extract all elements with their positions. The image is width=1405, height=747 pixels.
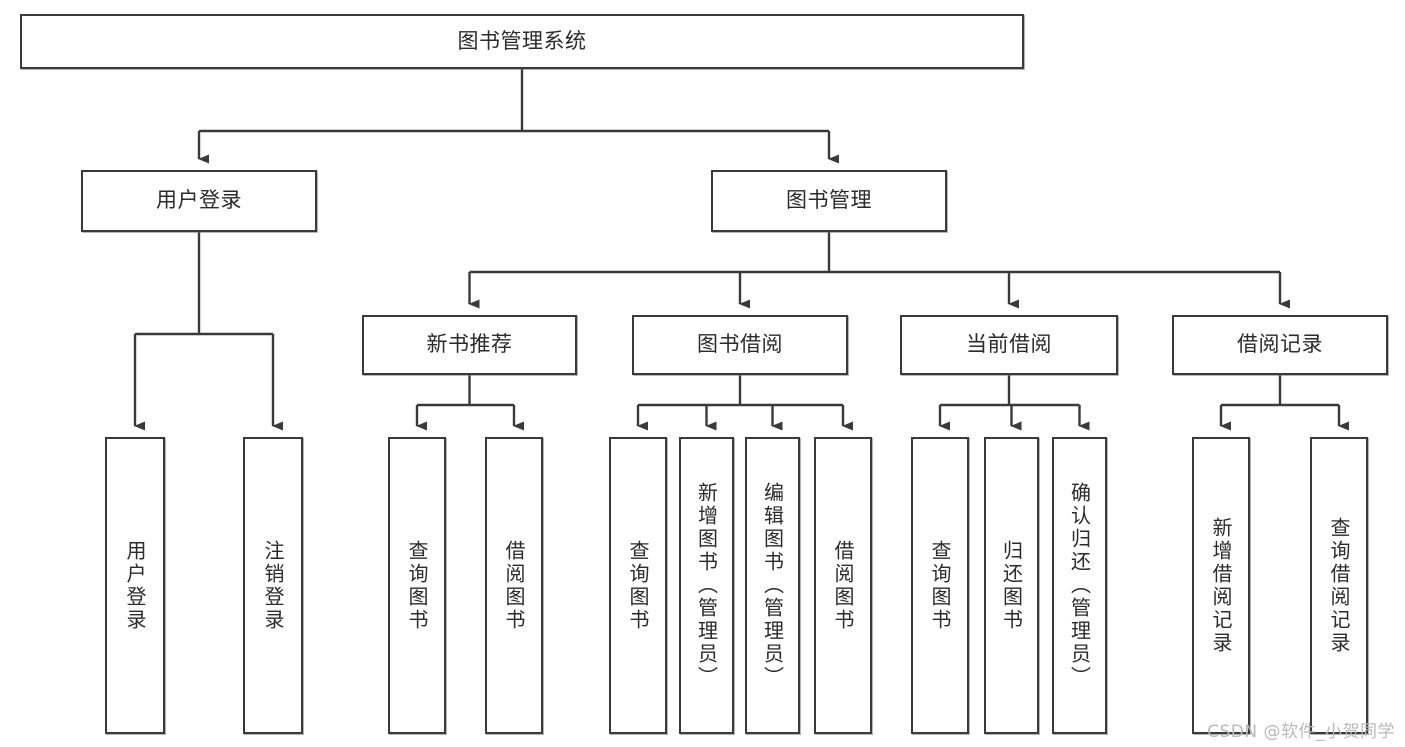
node-level2-0[interactable]: 用户登录 [81, 170, 317, 232]
node-level3-0[interactable]: 新书推荐 [362, 315, 577, 375]
node-level2-1[interactable]: 图书管理 [711, 170, 947, 232]
node-leaf-9[interactable]: 归还图书 [984, 437, 1039, 734]
node-label: 新增图书（管理员） [694, 482, 719, 689]
node-label: 借阅图书 [502, 539, 526, 632]
node-label: 查询图书 [928, 539, 952, 632]
node-label: 用户登录 [156, 188, 242, 213]
node-leaf-3[interactable]: 借阅图书 [485, 437, 543, 734]
node-leaf-1[interactable]: 注销登录 [243, 437, 303, 734]
node-label: 借阅图书 [831, 539, 855, 632]
node-level3-2[interactable]: 当前借阅 [900, 315, 1118, 375]
node-leaf-10[interactable]: 确认归还（管理员） [1052, 437, 1107, 734]
node-label: 注销登录 [261, 539, 285, 632]
node-label: 当前借阅 [966, 332, 1052, 357]
node-label: 归还图书 [999, 539, 1024, 632]
node-leaf-0[interactable]: 用户登录 [105, 437, 165, 734]
node-root-0[interactable]: 图书管理系统 [20, 14, 1024, 69]
node-label: 查询借阅记录 [1327, 516, 1351, 655]
node-leaf-12[interactable]: 查询借阅记录 [1310, 437, 1368, 734]
node-leaf-11[interactable]: 新增借阅记录 [1192, 437, 1250, 734]
node-leaf-2[interactable]: 查询图书 [388, 437, 446, 734]
node-label: 图书借阅 [697, 332, 783, 357]
node-label: 用户登录 [123, 539, 147, 632]
node-label: 确认归还（管理员） [1067, 482, 1092, 689]
node-level3-1[interactable]: 图书借阅 [632, 315, 848, 375]
node-label: 查询图书 [626, 539, 650, 632]
node-label: 新书推荐 [426, 332, 513, 357]
node-label: 新增借阅记录 [1209, 516, 1233, 655]
node-label: 借阅记录 [1237, 332, 1323, 357]
node-leaf-5[interactable]: 新增图书（管理员） [679, 437, 734, 734]
node-leaf-7[interactable]: 借阅图书 [814, 437, 872, 734]
connector-group [133, 69, 1349, 431]
node-level3-3[interactable]: 借阅记录 [1172, 315, 1388, 375]
node-leaf-8[interactable]: 查询图书 [911, 437, 969, 734]
node-label: 图书管理 [786, 188, 872, 213]
node-leaf-4[interactable]: 查询图书 [609, 437, 667, 734]
node-leaf-6[interactable]: 编辑图书（管理员） [745, 437, 800, 734]
node-label: 编辑图书（管理员） [760, 482, 785, 689]
node-label: 查询图书 [405, 539, 429, 632]
node-label: 图书管理系统 [457, 28, 587, 53]
